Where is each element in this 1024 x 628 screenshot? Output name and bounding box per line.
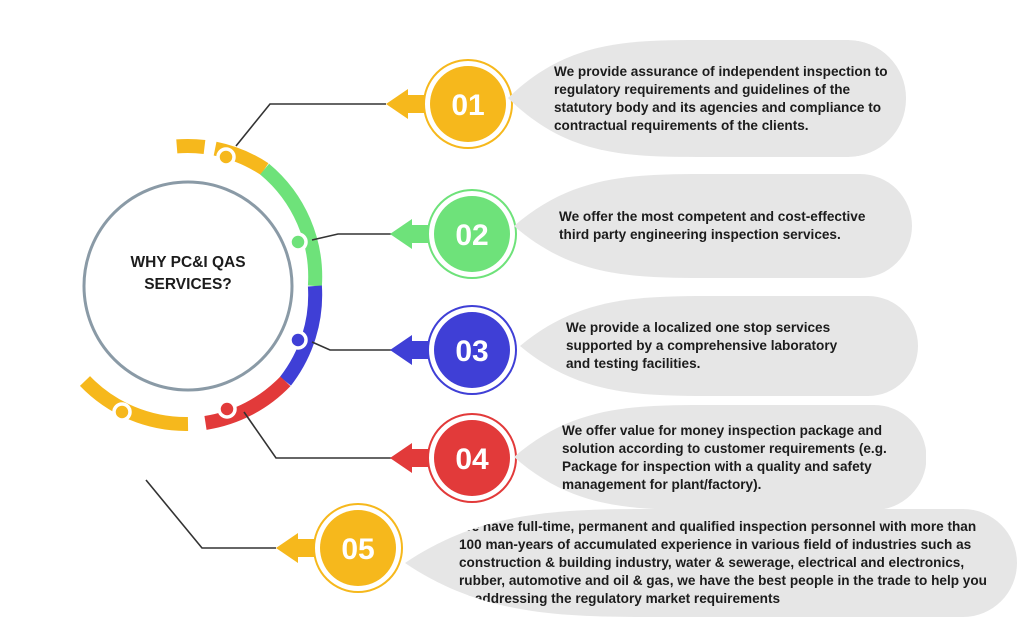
ring-dot-04 <box>217 399 237 419</box>
connector-05 <box>145 479 276 549</box>
badge-03: 03 <box>390 305 517 395</box>
ring-dots <box>112 147 308 422</box>
badge-disk-04 <box>434 420 510 496</box>
bubble-text-05: We have full-time, permanent and qualifi… <box>459 519 987 606</box>
bubble-text-03: We provide a localized one stop services… <box>566 320 838 371</box>
bubble-05: We have full-time, permanent and qualifi… <box>405 509 1017 617</box>
badge-disk-03 <box>434 312 510 388</box>
badge-number-04: 04 <box>455 443 489 476</box>
ring-segment-yellow-top-2 <box>213 141 269 176</box>
outer-ring <box>79 139 323 432</box>
ring-dot-05 <box>112 402 132 422</box>
bubble-01: We provide assurance of independent insp… <box>508 40 906 157</box>
center-circle <box>82 180 294 392</box>
bubble-text-02: We offer the most competent and cost-eff… <box>559 209 866 242</box>
badge-number-02: 02 <box>455 219 488 252</box>
bubble-03: We provide a localized one stop services… <box>520 296 918 396</box>
badge-disk-05 <box>320 510 396 586</box>
number-badges: 01 02 03 04 05 <box>276 59 517 593</box>
ring-dot-03 <box>288 330 308 350</box>
badge-04: 04 <box>390 413 517 503</box>
badge-05: 05 <box>276 503 403 593</box>
ring-dot-01 <box>216 147 236 167</box>
connector-03 <box>311 341 392 351</box>
bubble-text-04: We offer value for money inspection pack… <box>562 422 887 492</box>
badge-disk-02 <box>434 196 510 272</box>
connector-02 <box>311 233 392 241</box>
center-title: WHY PC&I QAS SERVICES? <box>130 254 246 293</box>
connector-01 <box>235 103 386 147</box>
ring-segment-red <box>204 376 291 430</box>
bubble-02: We offer the most competent and cost-eff… <box>514 174 912 278</box>
badge-number-05: 05 <box>341 533 374 566</box>
bubble-04: We offer value for money inspection pack… <box>514 405 926 510</box>
badge-disk-01 <box>430 66 506 142</box>
badge-number-03: 03 <box>455 335 488 368</box>
badge-number-01: 01 <box>451 89 484 122</box>
ring-dot-02 <box>288 232 308 252</box>
ring-segment-yellow-top <box>176 139 206 154</box>
ring-segment-blue <box>279 285 323 386</box>
connector-04 <box>243 411 392 459</box>
badge-01: 01 <box>386 59 513 149</box>
bubble-text-01: We provide assurance of independent insp… <box>554 63 888 133</box>
ring-segment-yellow-bottom <box>79 376 189 432</box>
badge-02: 02 <box>390 189 517 279</box>
ring-segment-green <box>260 163 323 287</box>
connectors <box>145 103 392 549</box>
